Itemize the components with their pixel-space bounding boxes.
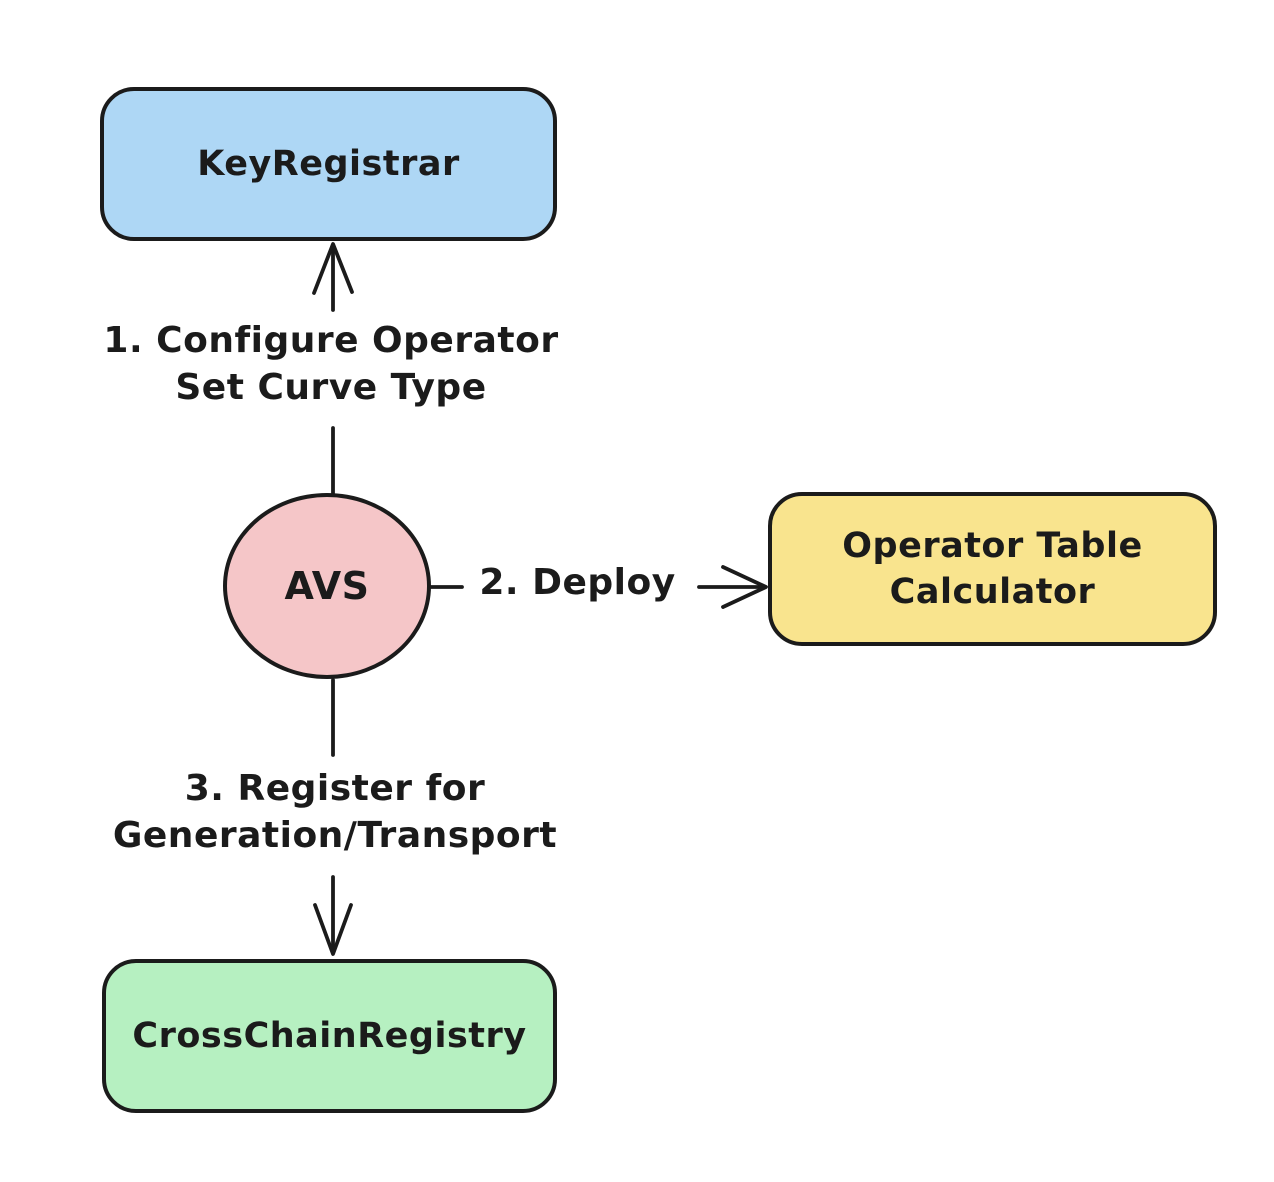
node-operator-table-calculator: Operator Table Calculator bbox=[768, 492, 1217, 646]
node-cross-chain-registry: CrossChainRegistry bbox=[102, 959, 557, 1113]
node-avs: AVS bbox=[223, 493, 431, 679]
edge-label-configure-operator-set-curve-type: 1. Configure Operator Set Curve Type bbox=[103, 320, 559, 408]
edge-label-register-for-generation-transport: 3. Register for Generation/Transport bbox=[112, 768, 558, 856]
arrowhead-right-icon bbox=[721, 565, 768, 609]
arrowhead-up-icon bbox=[312, 242, 354, 295]
edge-label-deploy: 2. Deploy bbox=[479, 562, 676, 603]
arrowhead-down-icon bbox=[313, 903, 353, 956]
node-key-registrar: KeyRegistrar bbox=[100, 87, 557, 241]
